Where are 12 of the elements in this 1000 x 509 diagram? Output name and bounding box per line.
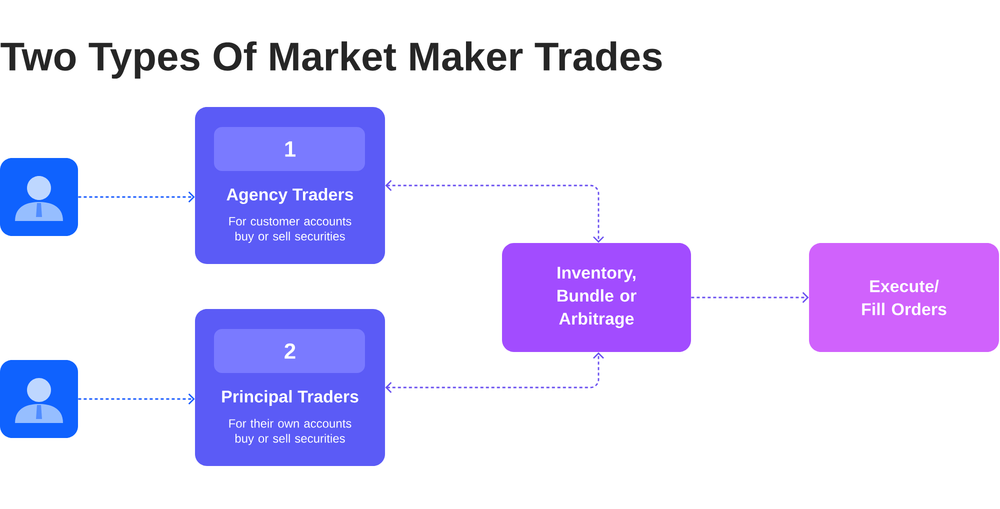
arrow xyxy=(78,192,195,202)
person-icon xyxy=(0,158,78,236)
arrow xyxy=(691,292,809,303)
person-icon xyxy=(0,360,78,438)
arrow xyxy=(78,394,195,404)
process-box: Inventory, Bundle or Arbitrage xyxy=(502,243,691,352)
trader-box: 1 Agency Traders For customer accounts buy or sell securities xyxy=(195,107,385,264)
process-box: Execute/ Fill Orders xyxy=(809,243,1000,352)
arrow xyxy=(385,352,604,393)
title: Two Types Of Market Maker Trades xyxy=(0,41,662,79)
arrow xyxy=(385,180,604,243)
trader-box: 2 Principal Traders For their own accounts buy or sell securities xyxy=(195,309,385,466)
